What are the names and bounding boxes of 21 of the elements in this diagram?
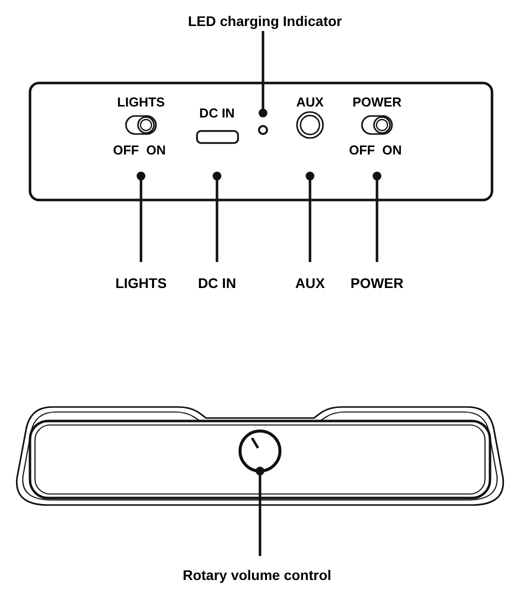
callout-label: POWER bbox=[350, 276, 404, 290]
callout-label: Rotary volume control bbox=[182, 568, 332, 582]
panel-label: POWER bbox=[352, 96, 402, 108]
leader-line bbox=[136, 172, 146, 262]
panel-label: OFF bbox=[349, 144, 375, 156]
panel-label: ON bbox=[146, 144, 166, 156]
leader-line bbox=[306, 172, 314, 262]
leader-line bbox=[256, 466, 264, 556]
panel-label: OFF bbox=[113, 144, 139, 156]
panel-label: ON bbox=[382, 144, 402, 156]
leader-line bbox=[372, 172, 382, 262]
callout-label: DC IN bbox=[198, 276, 236, 290]
panel-label: DC IN bbox=[199, 106, 235, 120]
callout-label: LIGHTS bbox=[115, 276, 167, 290]
panel-label: LIGHTS bbox=[117, 96, 165, 108]
callout-label: LED charging Indicator bbox=[188, 14, 342, 28]
leader-line bbox=[212, 172, 222, 262]
callout-label: AUX bbox=[295, 276, 325, 290]
leader-line bbox=[258, 31, 268, 118]
volume-knob bbox=[238, 430, 282, 472]
panel-label: AUX bbox=[296, 96, 324, 108]
